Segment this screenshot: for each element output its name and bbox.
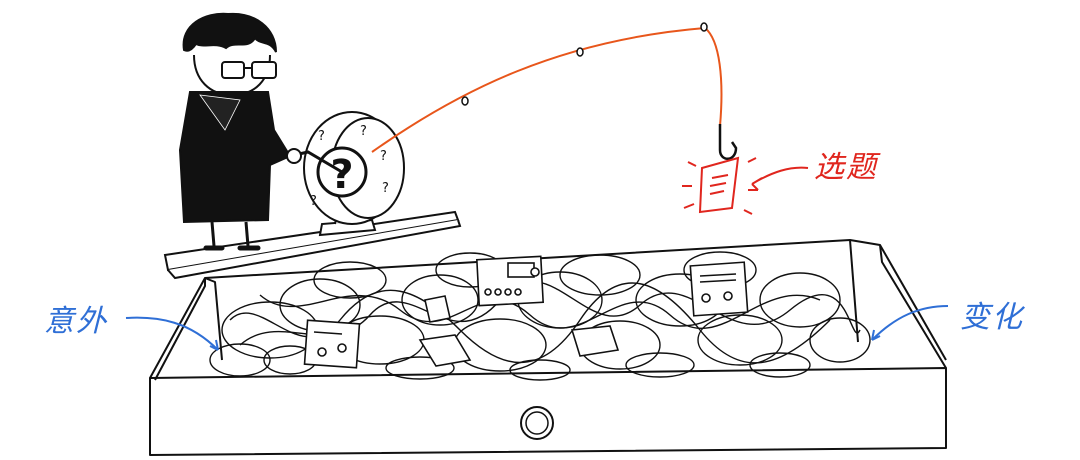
change-arrow-icon [871,305,949,341]
svg-text:?: ? [382,181,389,196]
question-reel [303,111,405,225]
svg-text:?: ? [310,194,317,209]
topic-arrow-icon [751,166,809,191]
plank [163,210,462,280]
svg-text:?: ? [360,124,367,139]
accident-arrow-icon [125,316,219,351]
change-label: 变化 [960,300,1024,335]
reel-small-question-marks: ??? ?? [310,124,389,209]
accident-label: 意外 [44,304,108,339]
hook-icon [718,124,738,160]
drawer-knob [520,406,554,440]
svg-text:?: ? [318,129,325,144]
paper-cards [303,255,749,369]
reel-question-mark: ? [330,152,353,198]
svg-text:?: ? [380,149,387,164]
person [178,12,302,251]
fishing-line [371,22,723,153]
topic-label: 选题 [814,150,878,185]
hooked-paper [682,156,758,215]
